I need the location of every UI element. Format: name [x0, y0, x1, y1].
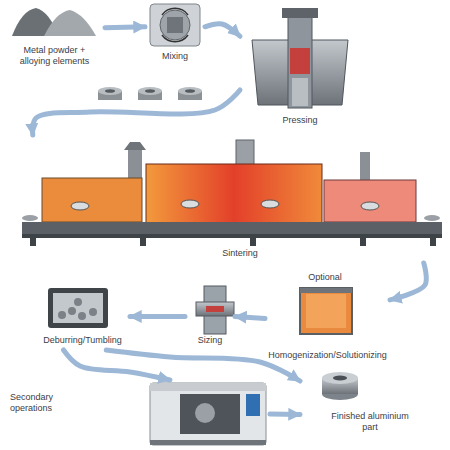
preheat-zone	[42, 178, 142, 222]
part-on-belt	[261, 200, 279, 208]
oven-top	[300, 288, 352, 293]
step-label: Finished aluminium part	[330, 411, 410, 433]
tumbled-part	[78, 312, 86, 320]
sizing-column	[204, 286, 226, 334]
part-top	[178, 87, 202, 95]
rotation-mark	[162, 35, 188, 42]
machine-body	[150, 383, 266, 445]
part-on-belt	[361, 202, 379, 210]
machine-window	[180, 394, 240, 434]
process-step: Sintering	[20, 135, 445, 263]
step-label: Homogenization/Solutionizing	[265, 350, 390, 361]
process-step: Metal powder + alloying elements	[5, 5, 105, 70]
step-label: Pressing	[240, 115, 360, 126]
flow-arrow	[270, 412, 300, 418]
process-step: Secondary operations	[10, 380, 270, 448]
part-on-belt	[71, 202, 89, 210]
chimney	[360, 152, 370, 180]
chimney	[128, 150, 142, 180]
tumbled-part	[58, 311, 66, 319]
furnace-leg	[360, 238, 366, 246]
part-on-belt	[22, 215, 38, 221]
part-hole	[333, 376, 347, 381]
sizing-part	[206, 306, 224, 312]
conveyor-belt	[22, 222, 442, 234]
step-label: Optional	[265, 272, 385, 283]
part-top	[138, 87, 162, 95]
machine-top	[150, 383, 266, 391]
step-label: Deburring/Tumbling	[35, 335, 130, 346]
furnace-leg	[250, 238, 256, 246]
machine-base	[150, 440, 266, 445]
flow-arrow	[33, 90, 240, 135]
tumbler-housing	[48, 288, 108, 328]
chimney-hood	[124, 142, 146, 150]
sizing-die	[196, 302, 234, 316]
part-on-belt	[424, 215, 440, 221]
cooling-zone	[324, 180, 416, 222]
process-step: Mixing	[145, 2, 205, 64]
die-block	[252, 40, 290, 105]
part-top	[98, 87, 122, 95]
mixer-core	[167, 17, 183, 33]
powder-fill	[290, 48, 310, 74]
furnace-leg	[430, 238, 436, 246]
flow-arrow	[130, 314, 185, 319]
die-block	[310, 40, 348, 105]
part-hole	[185, 89, 195, 93]
tumbler-window	[53, 293, 103, 323]
process-step: Deburring/Tumbling	[35, 283, 130, 350]
process-step: OptionalHomogenization/Solutionizing	[265, 272, 390, 365]
press-cap	[282, 8, 318, 18]
mixer-drum	[160, 10, 190, 40]
press-column	[288, 10, 312, 108]
rotation-mark	[162, 8, 188, 15]
tumbled-part	[74, 298, 82, 306]
step-label: Metal powder + alloying elements	[12, 45, 97, 67]
part-on-belt	[181, 200, 199, 208]
flow-arrow	[390, 263, 426, 300]
part-hole	[145, 89, 155, 93]
step-label: Sintering	[190, 248, 290, 259]
conveyor-frame	[22, 234, 442, 238]
part-top	[322, 372, 358, 384]
machine-chuck	[195, 403, 215, 423]
sinter-zone	[146, 164, 322, 224]
lower-punch	[292, 78, 308, 106]
chimney	[236, 140, 254, 166]
oven-body	[300, 288, 352, 334]
process-step: Sizing	[185, 283, 235, 350]
step-label: Sizing	[185, 335, 235, 346]
step-label: Mixing	[145, 51, 205, 62]
part-hole	[105, 89, 115, 93]
flow-arrow	[105, 24, 145, 30]
furnace-leg	[30, 238, 36, 246]
process-step: Finished aluminium part	[300, 365, 445, 445]
tumbled-part	[68, 307, 76, 315]
flow-arrow	[205, 24, 240, 36]
control-panel	[246, 394, 260, 416]
process-step: Pressing	[240, 5, 360, 130]
oven-door	[306, 294, 346, 328]
flow-arrow	[235, 317, 265, 319]
powder-pile	[44, 10, 96, 36]
furnace-leg	[140, 238, 146, 246]
mixer-housing	[150, 4, 200, 46]
tumbled-part	[89, 308, 97, 316]
step-label: Secondary operations	[10, 392, 80, 414]
